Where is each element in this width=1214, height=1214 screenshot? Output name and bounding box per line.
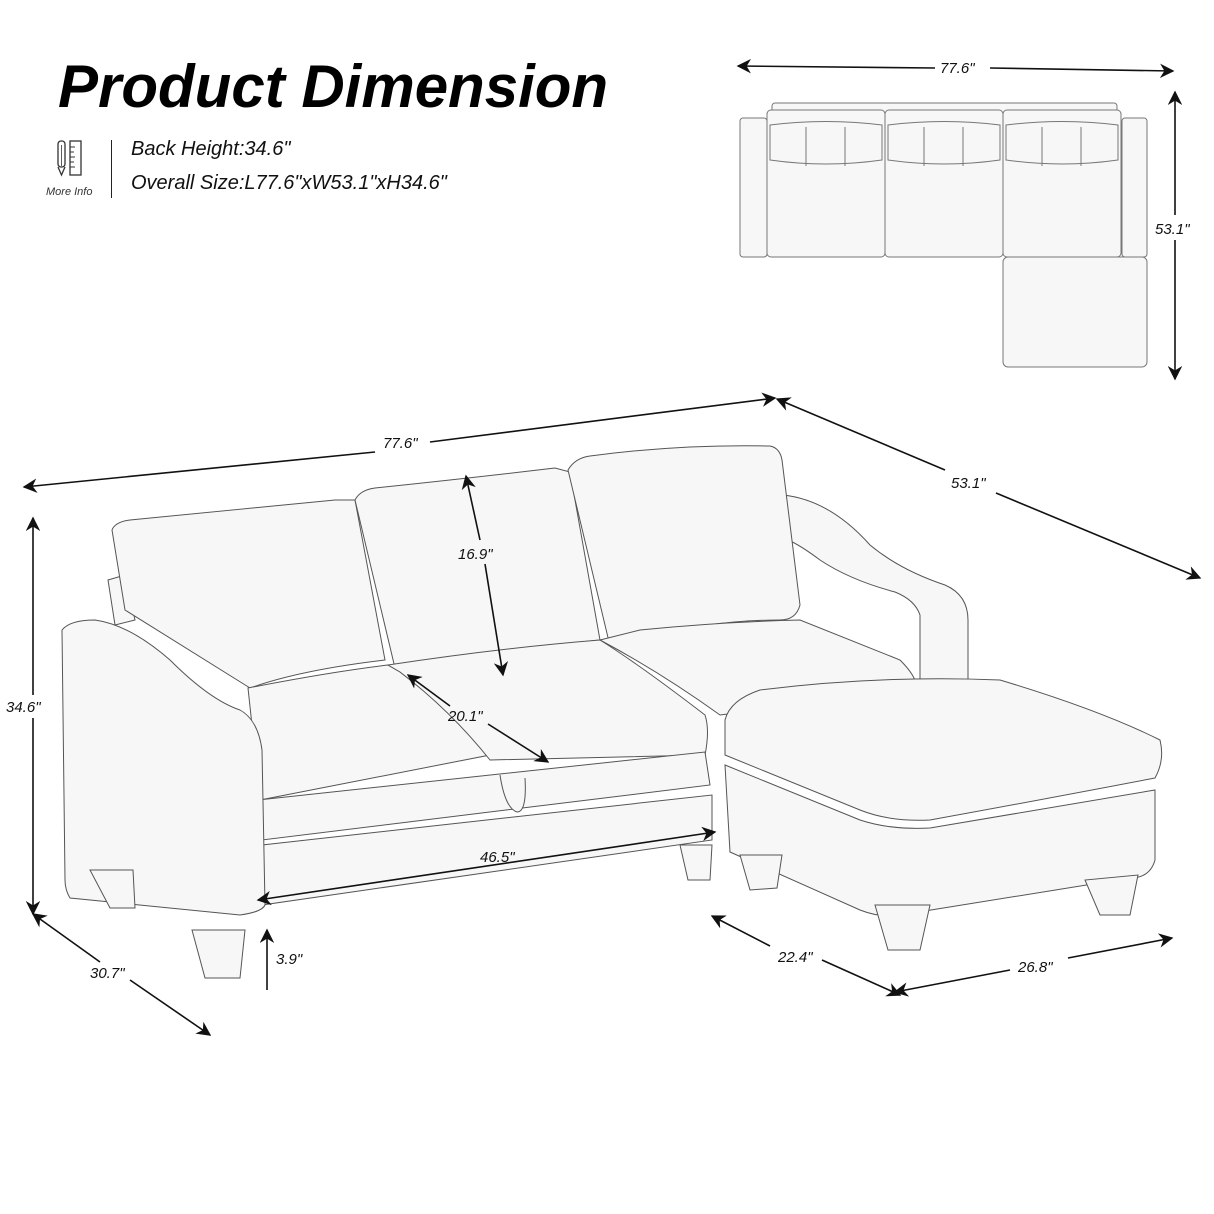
- ottoman-width-label: 26.8": [1017, 959, 1053, 976]
- length-arrow-right: [429, 392, 777, 443]
- depth-arrow-bottom: [995, 492, 1202, 580]
- cushion-height-label: 16.9": [458, 546, 493, 563]
- top-view: [739, 102, 1148, 368]
- cushion-arrow-bottom: [484, 563, 509, 677]
- ottoman-width-arrow-right: [1067, 933, 1174, 959]
- arm-depth-arrow-top: [31, 913, 101, 963]
- seat-depth-arrow-bottom: [487, 723, 550, 763]
- page-title: Product Dimension: [58, 53, 609, 120]
- divider: [111, 140, 112, 198]
- ottoman-depth-label: 22.4": [777, 949, 813, 966]
- top-depth-label: 53.1": [1155, 221, 1190, 238]
- leg-height-label: 3.9": [276, 951, 303, 968]
- ottoman-depth-arrow-top: [710, 915, 771, 947]
- top-width-arrow: [736, 58, 1175, 78]
- ottoman-depth-arrow-bottom: [821, 959, 902, 997]
- overall-size-spec: Overall Size:L77.6"xW53.1"xH34.6": [131, 172, 447, 194]
- seat-depth-arrow-top: [406, 674, 451, 707]
- depth-arrow-top: [775, 397, 946, 471]
- pencil-ruler-icon: [52, 138, 92, 188]
- overall-depth-label: 53.1": [951, 475, 986, 492]
- sofa-perspective: [61, 445, 1163, 979]
- ottoman-width-arrow-left: [893, 969, 1011, 997]
- back-height-spec: Back Height:34.6": [131, 138, 291, 160]
- cushion-arrow-top: [461, 474, 481, 541]
- overall-length-label: 77.6": [383, 435, 418, 452]
- seat-depth-label: 20.1": [447, 708, 483, 725]
- arm-depth-label: 30.7": [90, 965, 125, 982]
- arm-depth-arrow-bottom: [129, 979, 212, 1036]
- height-label: 34.6": [6, 699, 41, 716]
- top-width-label: 77.6": [940, 60, 975, 77]
- more-info-label: More Info: [46, 186, 93, 198]
- length-arrow-left: [22, 451, 376, 493]
- seat-width-label: 46.5": [480, 849, 515, 866]
- seat-width-arrow: [256, 826, 717, 906]
